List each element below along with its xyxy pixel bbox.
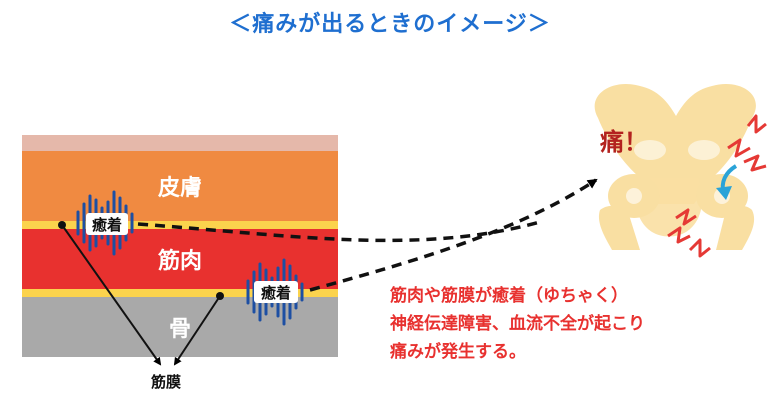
skin-layer xyxy=(22,151,338,221)
bone-label: 骨 xyxy=(169,317,191,342)
tissue-cross-section: 皮膚 筋肉 骨 xyxy=(22,135,338,357)
description-line-2: 神経伝達障害、血流不全が起こり xyxy=(390,314,645,334)
fascia-layer-lower xyxy=(22,289,338,297)
adhesion-marker-upper: 癒着 xyxy=(76,190,134,256)
description-text: 筋肉や筋膜が癒着（ゆちゃく） 神経伝達障害、血流不全が起こり 痛みが発生する。 xyxy=(390,282,645,366)
description-line-3: 痛みが発生する。 xyxy=(390,342,526,362)
pain-signal-arrows xyxy=(137,178,598,292)
skin-label: 皮膚 xyxy=(158,175,202,201)
adhesion-tag-lower: 癒着 xyxy=(261,284,291,302)
fascia-pointers xyxy=(58,221,224,366)
skin-surface-layer xyxy=(22,135,338,151)
page-title: ＜痛みが出るときのイメージ＞ xyxy=(229,12,551,37)
fascia-layer-upper xyxy=(22,221,338,229)
pain-spark-icon xyxy=(667,114,767,258)
adhesion-tag-upper: 癒着 xyxy=(92,216,122,234)
pelvis-illustration: 痛！ xyxy=(594,83,767,258)
dashed-arrow-lower xyxy=(309,178,598,292)
pain-exclamation: 痛！ xyxy=(600,128,648,156)
fascia-label: 筋膜 xyxy=(150,373,181,391)
description-line-1: 筋肉や筋膜が癒着（ゆちゃく） xyxy=(390,286,628,306)
muscle-label: 筋肉 xyxy=(157,248,202,274)
adhesion-marker-lower: 癒着 xyxy=(246,258,304,326)
